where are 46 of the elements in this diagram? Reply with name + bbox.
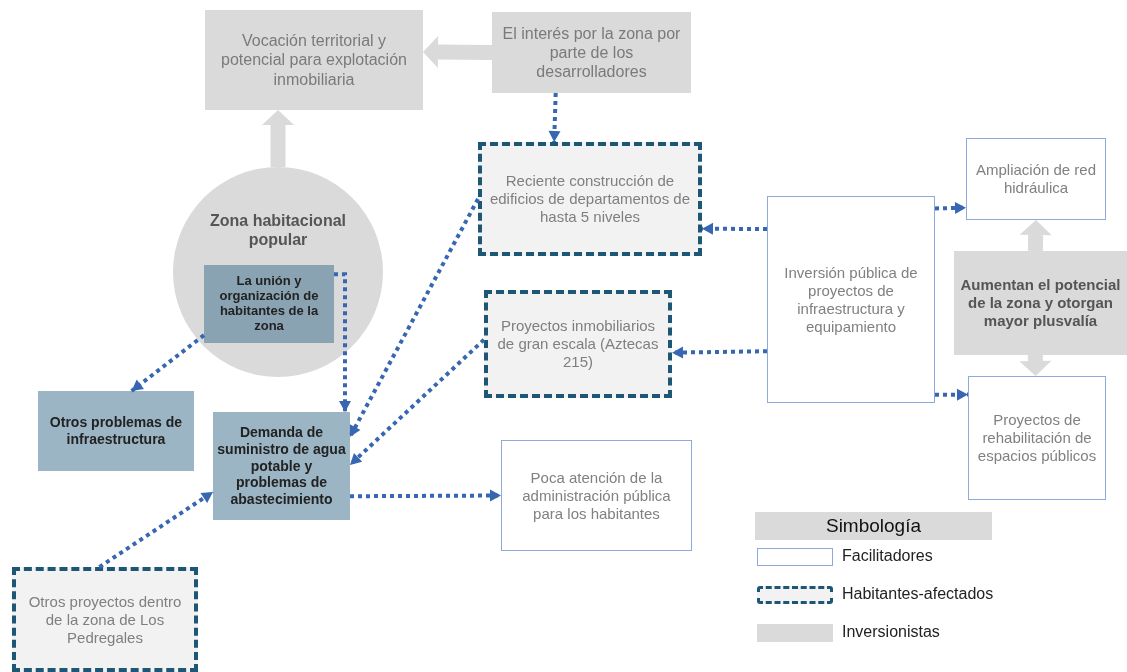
node-text: Proyectos de rehabilitación de espacios públicos xyxy=(976,411,1098,465)
node-text: Ampliación de red hidráulica xyxy=(974,161,1098,197)
block-arrow xyxy=(262,110,294,167)
dotted-arrow xyxy=(350,489,501,502)
dotted-arrow xyxy=(98,490,215,569)
process-box xyxy=(767,196,935,403)
legend-label: Facilitadores xyxy=(842,547,933,565)
block-arrow xyxy=(1019,220,1052,252)
node-text: Zona habitacional popular xyxy=(209,211,347,250)
process-box xyxy=(954,251,1127,355)
dotted-arrow xyxy=(548,92,561,143)
process-box xyxy=(213,412,350,520)
dotted-arrow xyxy=(702,222,767,235)
dotted-arrow xyxy=(130,333,206,393)
legend-label: Inversionistas xyxy=(842,623,940,641)
process-box xyxy=(205,10,423,110)
node-text: Otros proyectos dentro de la zona de Los Pedregales xyxy=(27,592,183,647)
node-text: Aumentan el potencial de la zona y otorgan mayor plusvalía xyxy=(959,276,1122,330)
process-box xyxy=(966,138,1106,220)
node-text: Poca atención de la administración pública para los habitantes xyxy=(521,468,672,523)
dotted-arrow xyxy=(334,272,351,412)
node-text: Vocación territorial y potencial para explotación inmobiliaria xyxy=(220,31,408,89)
process-box xyxy=(968,376,1106,500)
node-text: El interés por la zona por parte de los desarrolladores xyxy=(501,23,682,82)
dashed-box xyxy=(12,567,198,672)
node-text: Proyectos inmobiliarios de gran escala (Aztecas 215) xyxy=(496,317,660,371)
dotted-arrow xyxy=(348,198,480,438)
process-box xyxy=(501,440,692,551)
dotted-arrow xyxy=(934,201,967,214)
legend-label: Habitantes-afectados xyxy=(842,585,994,603)
dashed-box xyxy=(484,290,672,398)
dashed-box xyxy=(478,142,702,256)
block-arrow xyxy=(1019,354,1052,376)
node-text: Demanda de suministro de agua potable y problemas de abastecimiento xyxy=(217,424,346,508)
process-box xyxy=(492,12,691,93)
legend-heading: Simbología xyxy=(755,512,992,540)
dotted-arrow xyxy=(935,388,968,401)
process-box xyxy=(204,265,334,343)
node-text: Reciente construcción de edificios de departamentos de hasta 5 niveles xyxy=(488,172,692,226)
node-text: La unión y organización de habitantes de la zona xyxy=(218,274,320,334)
dotted-arrow xyxy=(348,338,486,467)
node-text: Inversión pública de proyectos de infraestructura y equipamiento xyxy=(783,263,919,336)
node-text: Otros problemas de infraestructura xyxy=(48,414,184,448)
process-box xyxy=(38,391,194,471)
dotted-arrow xyxy=(671,346,768,359)
block-arrow xyxy=(423,36,493,69)
